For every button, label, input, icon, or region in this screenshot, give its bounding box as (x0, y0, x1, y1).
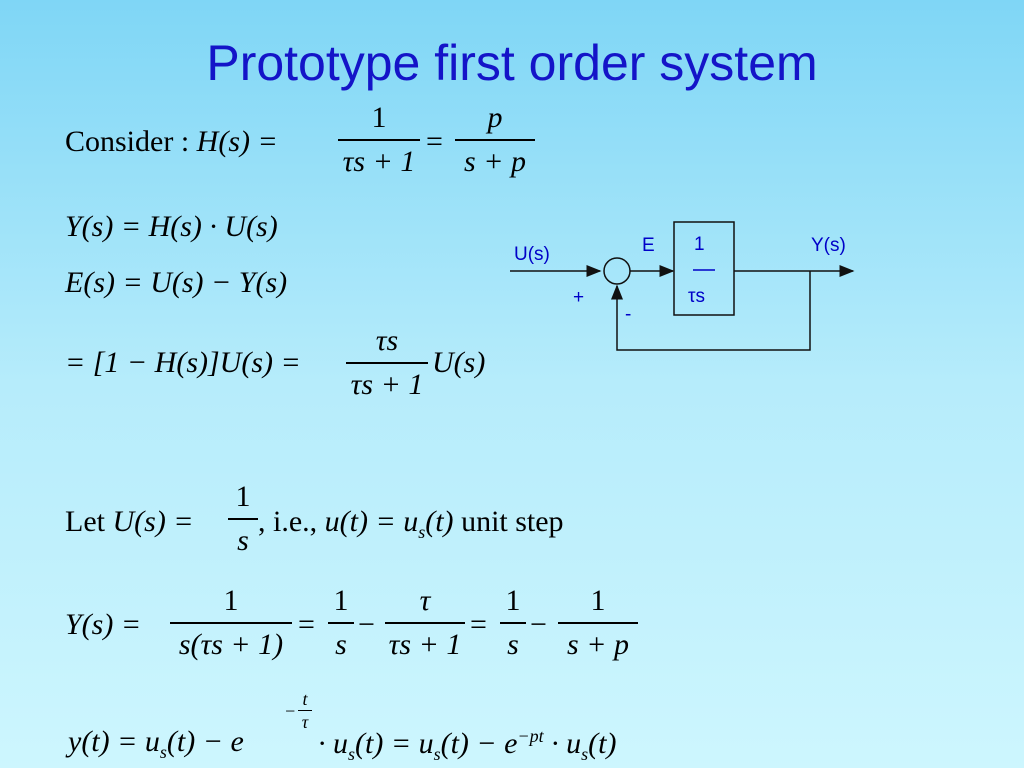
error-expanded-rhs: U(s) (432, 346, 486, 379)
block-numerator: 1 (694, 234, 705, 255)
equation-error: E(s) = U(s) − Y(s) (65, 266, 288, 299)
partial-fractions-lhs: Y(s) = (65, 608, 142, 641)
equals-sign: = (470, 608, 487, 641)
equation-output: Y(s) = H(s) · U(s) (65, 210, 278, 243)
output-label: Y(s) (811, 235, 846, 256)
block-denominator: τs (688, 286, 706, 307)
minus-sign: - (625, 304, 632, 325)
integrator-block (673, 221, 735, 316)
time-response-part-1: y(t) = us(t) − e (68, 725, 244, 762)
plus-sign: + (573, 287, 585, 308)
let-label: Let U(s) = (65, 505, 194, 538)
error-label: E (642, 235, 655, 256)
diagram-lines (510, 221, 855, 351)
minus-sign: − (530, 608, 547, 641)
consider-label: Consider : H(s) = (65, 125, 278, 158)
slide-title: Prototype first order system (206, 35, 818, 91)
unit-step-definition: , i.e., u(t) = us(t) unit step (258, 505, 564, 542)
summing-junction (603, 257, 631, 285)
feedback-block-diagram: U(s) E + - 1 τs Y(s) (500, 215, 870, 360)
error-expanded-lhs: = [1 − H(s)]U(s) = (65, 346, 301, 379)
equals-sign: = (426, 125, 443, 158)
equals-sign: = (298, 608, 315, 641)
feedback-path (611, 271, 811, 351)
minus-sign: − (358, 608, 375, 641)
time-response-part-2: · us(t) = us(t) − e−pt · us(t) (318, 726, 617, 764)
input-label: U(s) (514, 244, 550, 265)
